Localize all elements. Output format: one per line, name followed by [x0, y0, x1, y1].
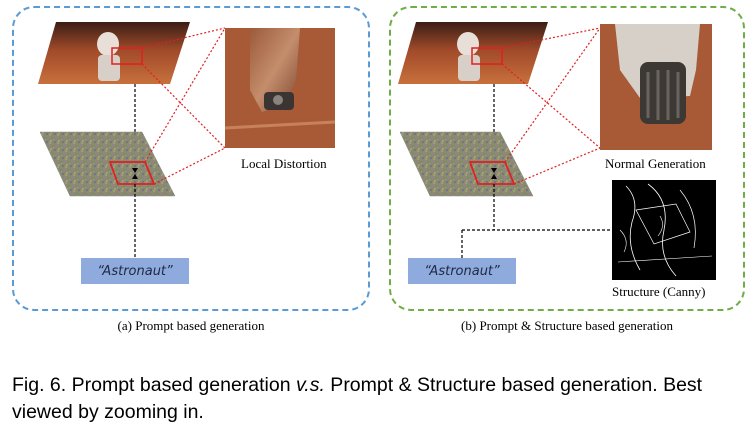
panel-prompt-structure-generation [389, 6, 745, 311]
local-distortion-label: Local Distortion [241, 156, 327, 171]
prompt-box-a: “Astronaut” [81, 258, 189, 284]
structure-canny-label: Structure (Canny) [612, 284, 706, 299]
noise-latent-a [40, 132, 175, 196]
caption-b: (b) Prompt & Structure based generation [461, 318, 673, 333]
prompt-box-b: “Astronaut” [408, 258, 516, 284]
figure-caption-prefix: Fig. 6. Prompt based generation [12, 374, 296, 396]
normal-generation-label: Normal Generation [605, 156, 706, 171]
panel-a-graphics [38, 22, 336, 258]
panel-b-graphics [398, 22, 716, 280]
figure-caption-suffix: Prompt & Structure based generation. Bes… [12, 374, 703, 423]
caption-a: (a) Prompt based generation [117, 318, 265, 333]
noise-latent-b [400, 132, 533, 196]
panel-prompt-generation [12, 6, 370, 311]
figure-caption-vs: v.s. [296, 374, 325, 396]
figure-caption: Fig. 6. Prompt based generation v.s. Pro… [12, 372, 742, 426]
